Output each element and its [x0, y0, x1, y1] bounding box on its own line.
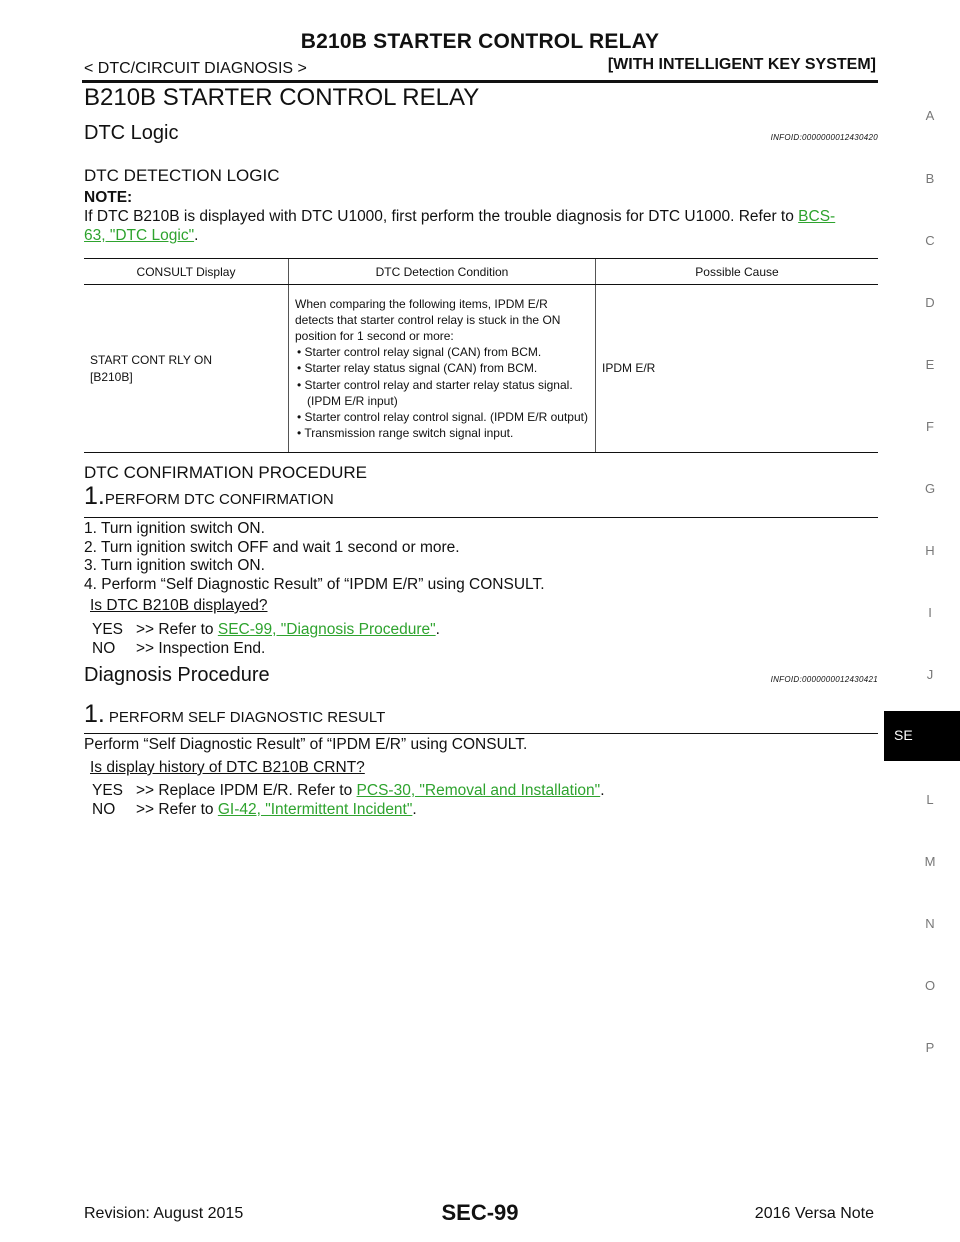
list-item: • Transmission range switch signal input… [297, 426, 514, 441]
yes-key: YES [92, 621, 124, 638]
side-index-o[interactable]: O [924, 978, 936, 993]
yes-key: YES [92, 782, 124, 799]
note-label: NOTE: [84, 189, 133, 206]
no-key: NO [92, 640, 116, 657]
page-title: B210B STARTER CONTROL RELAY [84, 84, 480, 111]
yes-text: >> Refer to [136, 621, 218, 638]
footer-page-number: SEC-99 [441, 1200, 519, 1225]
list-item: 1. Turn ignition switch ON. [84, 520, 265, 537]
diagnosis-heading: Diagnosis Procedure [84, 664, 270, 686]
header-section-label: < DTC/CIRCUIT DIAGNOSIS > [84, 60, 307, 77]
condition-list: • Starter control relay signal (CAN) fro… [295, 344, 589, 441]
diagnosis-step: 1.PERFORM SELF DIAGNOSTIC RESULT [84, 700, 385, 729]
list-item: • Starter control relay and starter rela… [297, 377, 573, 408]
footer-model: 2016 Versa Note [754, 1205, 874, 1222]
header-rule [82, 80, 878, 83]
diagnosis-responses: YES >> Replace IPDM E/R. Refer to PCS-30,… [92, 781, 605, 819]
side-index-active[interactable]: SE [884, 711, 960, 761]
diagnosis-question: Is display history of DTC B210B CRNT? [90, 759, 365, 776]
dtc-logic-infoid: INFOID:0000000012430420 [770, 133, 878, 142]
side-index-i[interactable]: I [928, 605, 932, 620]
dtc-logic-heading: DTC Logic [84, 122, 179, 144]
side-index-m[interactable]: M [924, 854, 936, 869]
confirmation-step: 1.PERFORM DTC CONFIRMATION [84, 482, 334, 511]
consult-display-cell: START CONT RLY ON [B210B] [84, 284, 289, 453]
side-index-active-label: SE [894, 727, 913, 743]
side-index-l[interactable]: L [926, 792, 934, 807]
confirmation-question: Is DTC B210B displayed? [90, 597, 268, 614]
no-response: NO >> Refer to GI-42, "Intermittent Incid… [92, 800, 605, 819]
yes-end: . [600, 782, 605, 799]
footer-revision: Revision: August 2015 [84, 1205, 244, 1222]
list-item: 3. Turn ignition switch ON. [84, 557, 265, 574]
side-index-b[interactable]: B [925, 171, 935, 186]
consult-display-name: START CONT RLY ON [90, 353, 213, 368]
table-row: START CONT RLY ON [B210B] When comparing… [84, 284, 878, 453]
col-consult-display: CONSULT Display [84, 258, 289, 285]
side-index-f[interactable]: F [926, 419, 934, 434]
header-title: B210B STARTER CONTROL RELAY [300, 30, 660, 53]
confirmation-heading: DTC CONFIRMATION PROCEDURE [84, 463, 368, 482]
step-rule [84, 517, 878, 518]
note-end: . [194, 227, 199, 244]
side-index-c[interactable]: C [925, 233, 935, 248]
consult-display-code: [B210B] [90, 369, 133, 384]
side-index-n[interactable]: N [925, 916, 935, 931]
step-rule [84, 733, 878, 734]
no-end: . [412, 801, 417, 818]
side-index-a[interactable]: A [925, 108, 935, 123]
list-item: 2. Turn ignition switch OFF and wait 1 s… [84, 538, 460, 556]
confirmation-steps: 1. Turn ignition switch ON. 2. Turn igni… [84, 520, 545, 594]
list-item: 4. Perform “Self Diagnostic Result” of “… [84, 575, 545, 593]
step-title: PERFORM DTC CONFIRMATION [104, 491, 334, 508]
detection-condition-cell: When comparing the following items, IPDM… [288, 284, 596, 453]
yes-end: . [435, 621, 440, 638]
side-index-h[interactable]: H [925, 543, 935, 558]
possible-cause-cell: IPDM E/R [595, 284, 878, 453]
gi-42-link[interactable]: GI-42, "Intermittent Incident" [217, 801, 413, 818]
no-response: NO >> Inspection End. [92, 639, 440, 658]
bcs-63-link[interactable]: BCS- [798, 208, 836, 225]
step-number: 1. [84, 700, 105, 728]
diagnosis-instruction: Perform “Self Diagnostic Result” of “IPD… [84, 736, 528, 753]
col-possible-cause: Possible Cause [595, 258, 878, 285]
note-body: If DTC B210B is displayed with DTC U1000… [84, 208, 799, 225]
col-detection-condition: DTC Detection Condition [288, 258, 596, 285]
dtc-table-header-row: CONSULT Display DTC Detection Condition … [84, 258, 878, 285]
confirmation-responses: YES >> Refer to SEC-99, "Diagnosis Proced… [92, 620, 440, 658]
header-system-label: [WITH INTELLIGENT KEY SYSTEM] [607, 56, 876, 73]
step-number: 1. [84, 482, 105, 510]
no-text: >> Refer to [136, 801, 218, 818]
step-title: PERFORM SELF DIAGNOSTIC RESULT [108, 709, 386, 726]
list-item: • Starter control relay control signal. … [297, 409, 588, 424]
no-text: >> Inspection End. [136, 640, 266, 657]
yes-response: YES >> Replace IPDM E/R. Refer to PCS-30,… [92, 781, 605, 800]
pcs-30-link[interactable]: PCS-30, "Removal and Installation" [356, 782, 601, 799]
list-item: • Starter relay status signal (CAN) from… [297, 361, 538, 376]
yes-text: >> Replace IPDM E/R. Refer to [136, 782, 357, 799]
side-index-g[interactable]: G [924, 481, 936, 496]
yes-response: YES >> Refer to SEC-99, "Diagnosis Proced… [92, 620, 440, 639]
no-key: NO [92, 801, 116, 818]
diagnosis-infoid: INFOID:0000000012430421 [770, 675, 878, 684]
note-text: If DTC B210B is displayed with DTC U1000… [84, 207, 884, 245]
sec-99-link[interactable]: SEC-99, "Diagnosis Procedure" [217, 621, 436, 638]
side-index-d[interactable]: D [925, 295, 935, 310]
bcs-63-link-cont[interactable]: 63, "DTC Logic" [84, 227, 195, 244]
side-index-p[interactable]: P [925, 1040, 935, 1055]
detection-logic-heading: DTC DETECTION LOGIC [84, 166, 280, 185]
dtc-table: CONSULT Display DTC Detection Condition … [84, 258, 878, 453]
list-item: • Starter control relay signal (CAN) fro… [297, 345, 542, 360]
side-index-e[interactable]: E [925, 357, 935, 372]
condition-intro: When comparing the following items, IPDM… [295, 296, 561, 344]
side-index-j[interactable]: J [926, 667, 934, 682]
